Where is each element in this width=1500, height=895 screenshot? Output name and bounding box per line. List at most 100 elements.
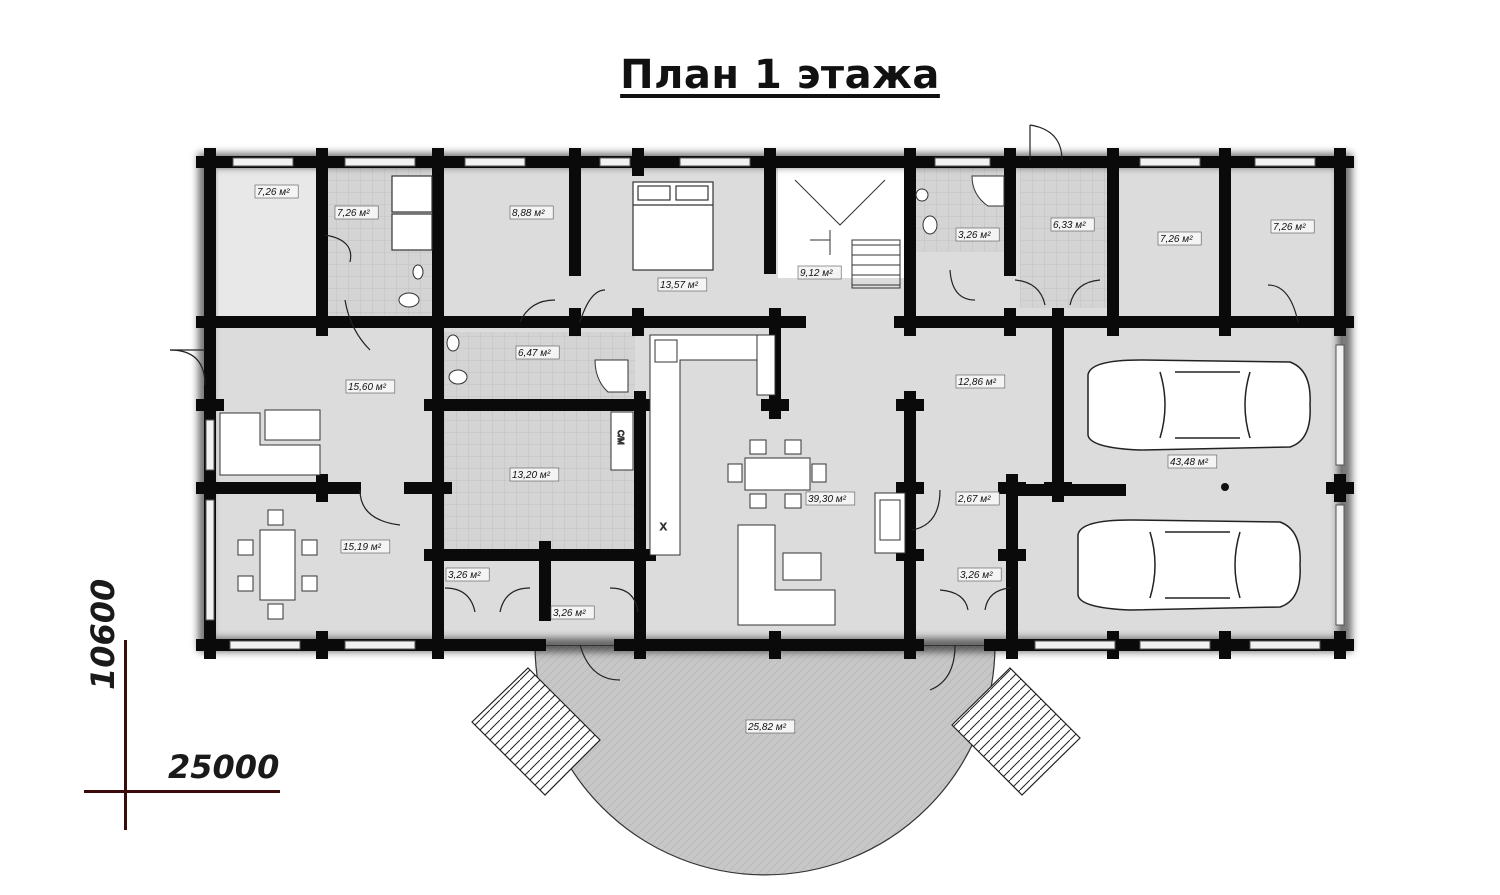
wall-joint — [204, 391, 216, 419]
room-label-box — [955, 374, 1006, 389]
wall-joint — [1052, 308, 1064, 336]
wall-joint — [432, 631, 444, 659]
room-label-box — [657, 277, 708, 292]
wall-joint — [904, 391, 916, 419]
car-top — [1087, 359, 1311, 451]
wall-joint — [1004, 308, 1016, 336]
room-label-box — [745, 719, 796, 734]
dimension-axis-vertical — [124, 640, 127, 830]
width-dimension-label: 25000 — [168, 748, 280, 786]
room-label-bath-mid: 6,47 м² — [518, 348, 551, 359]
wall-joint — [432, 308, 444, 336]
wall-joint — [1334, 631, 1346, 659]
wall-joint — [569, 308, 581, 336]
stair-floor — [778, 168, 908, 278]
room-label-bath-top-left: 7,26 м² — [337, 208, 370, 219]
wall-joint — [316, 474, 328, 502]
room-label-box — [340, 539, 391, 554]
wall-joint — [539, 541, 551, 569]
room-label-box — [1167, 454, 1218, 469]
room-label-vest-d: 3,26 м² — [960, 570, 993, 581]
room-label-kitchen-dining: 39,30 м² — [808, 494, 847, 505]
corner-showers — [594, 175, 1005, 393]
room-label-room-726b: 7,26 м² — [1273, 222, 1306, 233]
sofa-left — [219, 409, 321, 476]
wall-joint — [569, 148, 581, 176]
sauna-heater: С/М — [610, 411, 634, 471]
room-label-living-left: 15,60 м² — [348, 382, 387, 393]
room-label-box — [550, 605, 595, 620]
wall-joint — [1004, 148, 1016, 176]
wall-joint — [316, 631, 328, 659]
room-label-room-888: 8,88 м² — [512, 208, 545, 219]
dining-table-center — [727, 439, 827, 509]
wall-joint — [904, 308, 916, 336]
wall-joint — [904, 474, 916, 502]
wall-joint — [1107, 148, 1119, 176]
stove-label: X — [660, 522, 667, 533]
bed — [632, 181, 714, 271]
car-bottom — [1077, 519, 1301, 611]
room-label-vest-a: 3,26 м² — [448, 570, 481, 581]
wall-joint — [1006, 474, 1018, 502]
room-label-box — [509, 205, 554, 220]
dining-table-left — [237, 509, 318, 620]
room-label-box — [955, 227, 1000, 242]
wall-joint — [634, 391, 646, 419]
toilets — [398, 188, 938, 385]
room-label-box — [797, 265, 842, 280]
room-label-stair: 9,12 м² — [800, 268, 833, 279]
wall-joints — [196, 148, 1354, 659]
wall-joint — [316, 148, 328, 176]
terrace-floor — [534, 644, 996, 876]
wall-joint — [1219, 148, 1231, 176]
tile-room-633 — [1020, 168, 1116, 308]
room-label-bedroom: 13,57 м² — [660, 280, 699, 291]
wall-joint — [769, 308, 781, 336]
room-label-vest-c: 2,67 м² — [957, 494, 991, 505]
room-label-box — [957, 567, 1002, 582]
doors — [169, 124, 1299, 691]
room-label-box — [805, 491, 856, 506]
bathtub-top — [391, 175, 433, 251]
room-label-box — [1270, 219, 1315, 234]
wall-joint — [1052, 474, 1064, 502]
room-label-box — [254, 184, 299, 199]
wall-joint — [204, 308, 216, 336]
wall-joint — [1219, 631, 1231, 659]
height-dimension-label: 10600 — [84, 578, 122, 690]
wall-joint — [634, 631, 646, 659]
wall-joint — [904, 631, 916, 659]
room-label-room-726a: 7,26 м² — [1160, 234, 1193, 245]
wall-joint — [432, 148, 444, 176]
wall-joint — [632, 148, 644, 176]
wall-joint — [632, 308, 644, 336]
wall-joint — [1334, 308, 1346, 336]
room-label-wc-top: 3,26 м² — [958, 230, 991, 241]
room-label-garage: 43,48 м² — [1170, 457, 1209, 468]
wall-joint — [1219, 308, 1231, 336]
room-label-box — [955, 491, 1000, 506]
terrace-stairs-left — [471, 667, 601, 796]
room-label-vest-b: 3,26 м² — [553, 608, 586, 619]
wall-joint — [204, 631, 216, 659]
garage-drain — [1221, 483, 1229, 491]
wall-joint — [204, 474, 216, 502]
room-label-box — [445, 567, 490, 582]
kitchen-counter: X — [649, 334, 776, 556]
fireplace — [874, 492, 906, 554]
terrace-stairs-right — [951, 667, 1081, 796]
room-label-sauna: 13,20 м² — [512, 470, 551, 481]
room-labels: 7,26 м² 7,26 м² 8,88 м² 13,57 м² 9,12 м² 3,26… — [254, 184, 1315, 734]
wall-joint — [764, 148, 776, 176]
wall-joint — [1006, 541, 1018, 569]
wall-joint — [1006, 631, 1018, 659]
room-label-hall-left: 7,26 м² — [257, 187, 290, 198]
wall-joint — [1334, 474, 1346, 502]
wall-joint — [432, 391, 444, 419]
room-label-dining-left: 15,19 м² — [343, 542, 382, 553]
room-label-box — [345, 379, 396, 394]
wall-joint — [904, 148, 916, 176]
room-label-terrace: 25,82 м² — [747, 722, 787, 733]
